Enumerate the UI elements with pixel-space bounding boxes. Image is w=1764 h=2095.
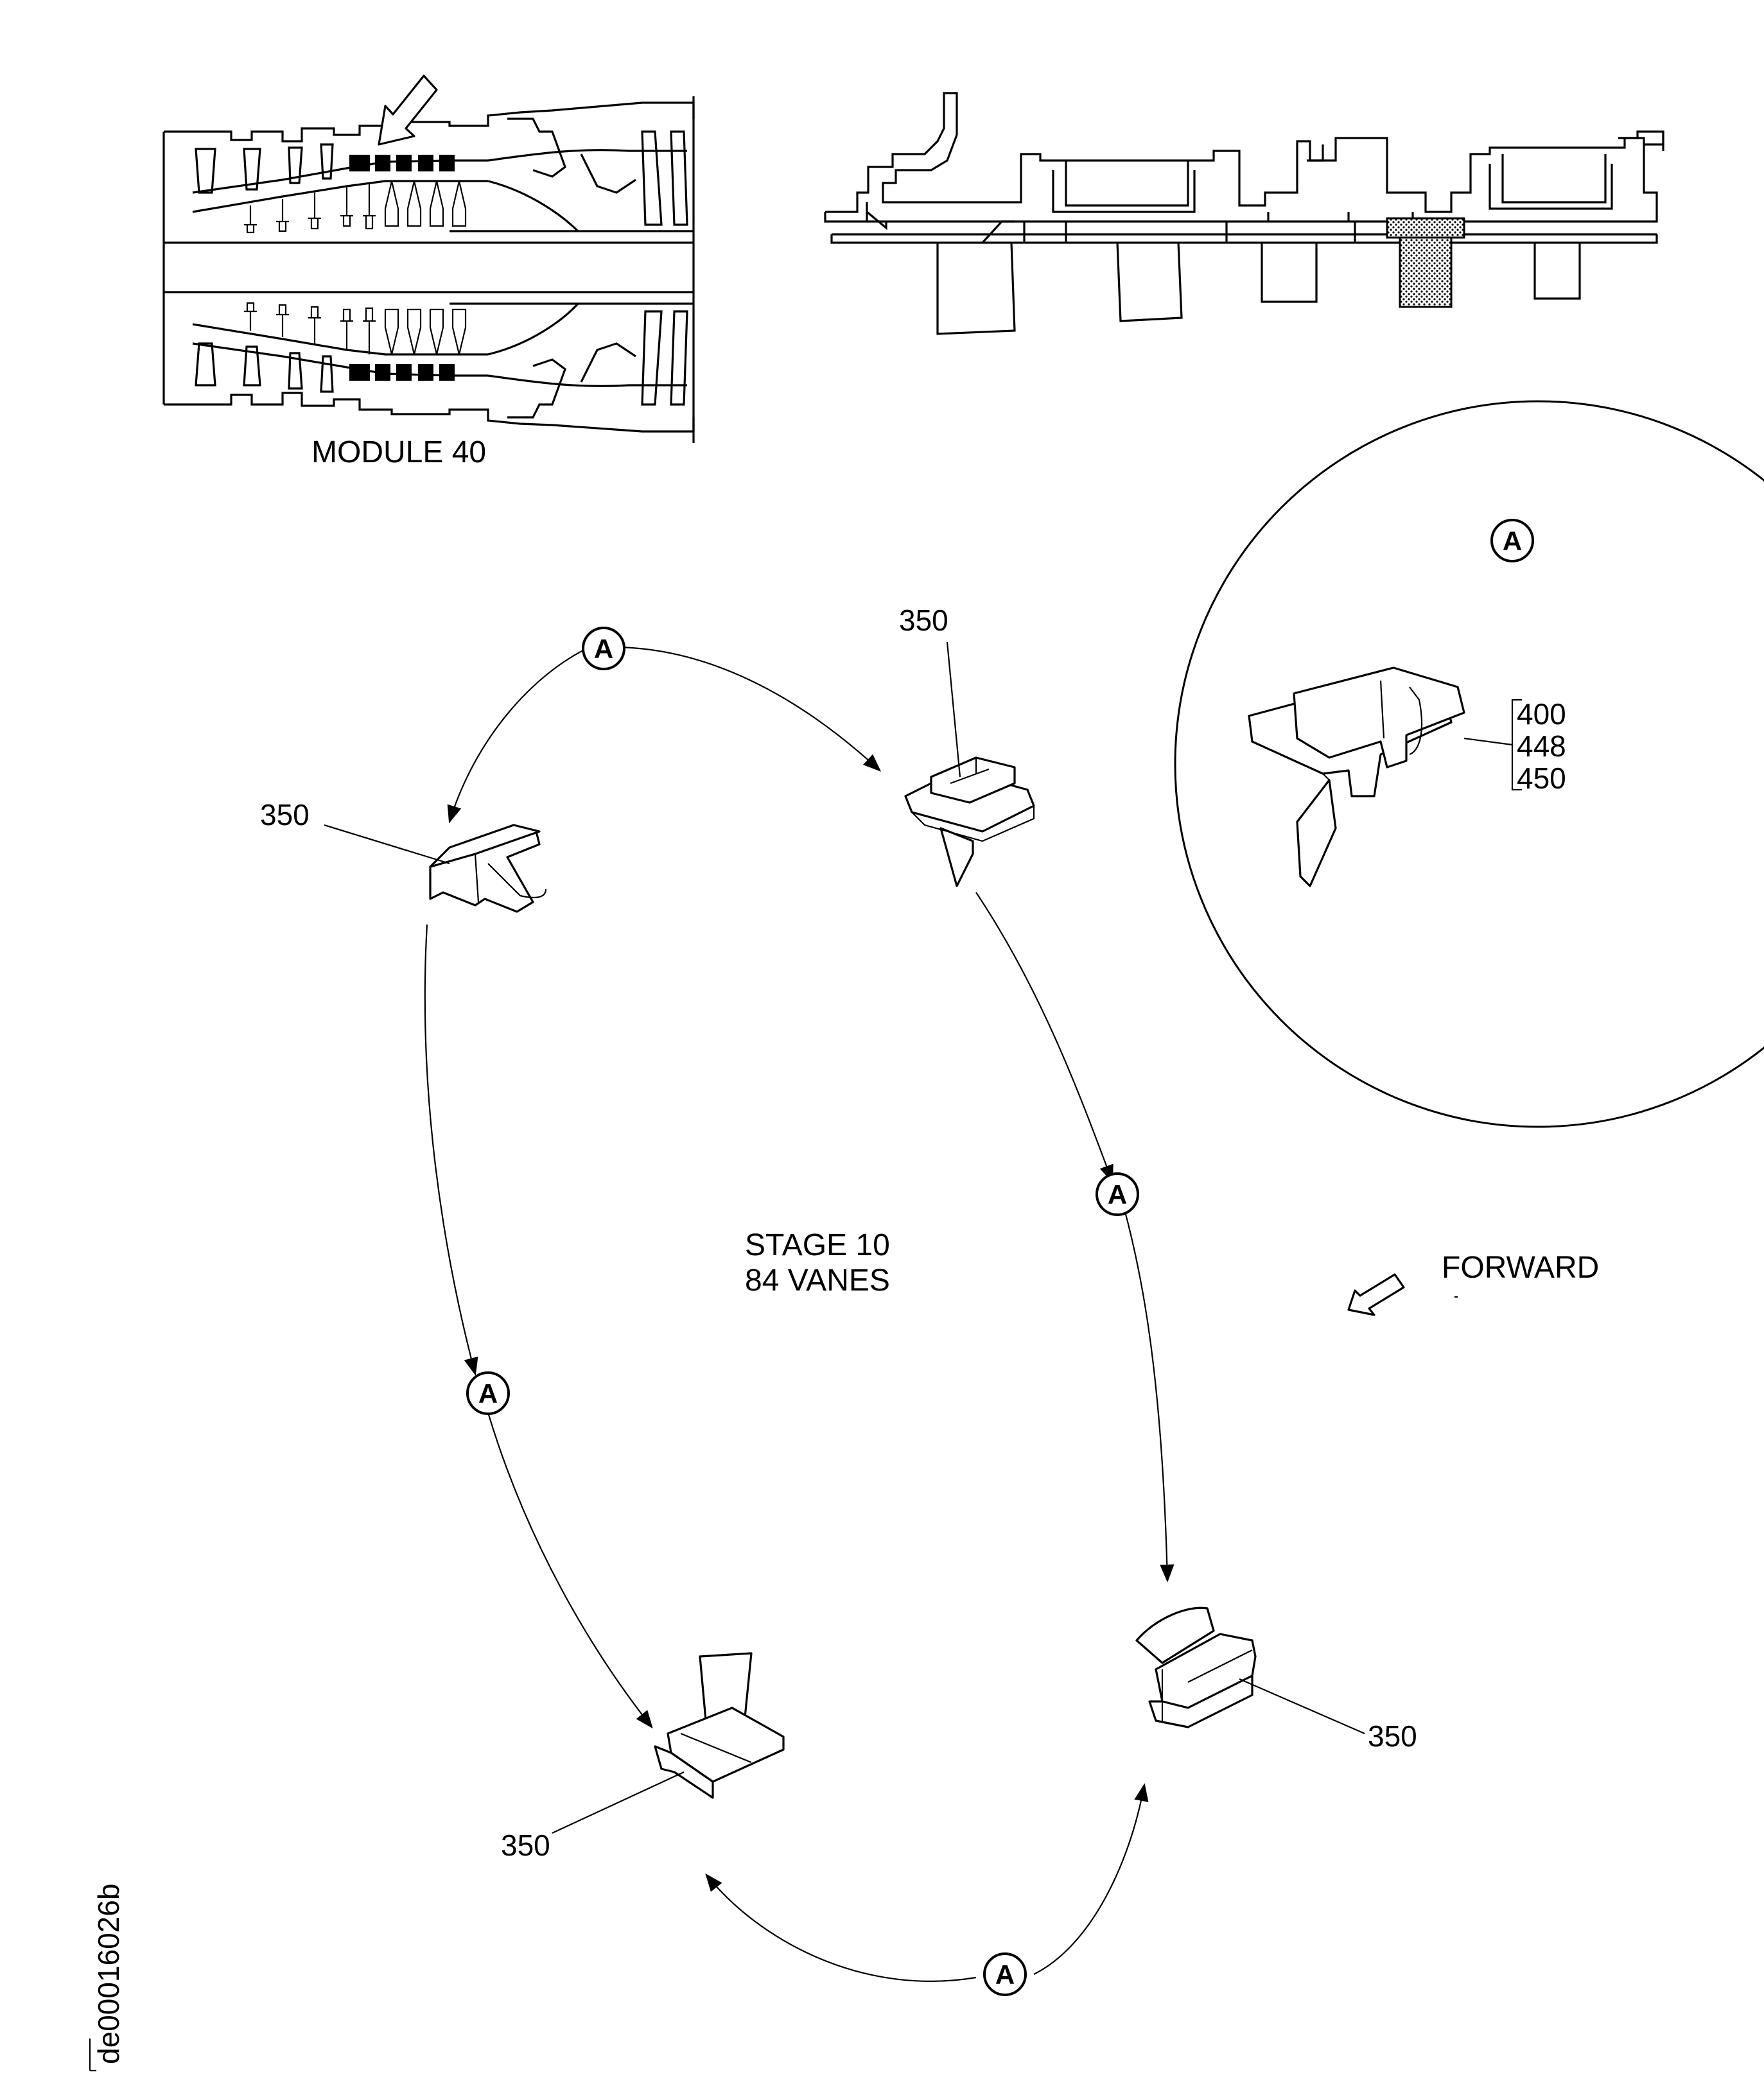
- module-40-engine-section: [162, 74, 695, 443]
- vane-segment-top: [904, 756, 1035, 887]
- detail-a-marker: A: [466, 1371, 510, 1415]
- stage-caption-line2: 84 VANES: [745, 1264, 890, 1298]
- figure-id: de00016026b: [89, 1884, 125, 2072]
- svg-text:A: A: [1503, 526, 1522, 556]
- detail-item-450: 450: [1517, 761, 1566, 795]
- arrow-down-left-icon: [378, 74, 438, 146]
- forward-arrow-icon: [1347, 1273, 1405, 1316]
- svg-text:A: A: [995, 1960, 1015, 1990]
- callout-350-bottom-left: 350: [501, 1829, 550, 1862]
- detail-item-448: 448: [1517, 729, 1566, 763]
- highlighted-vane-stages: [349, 155, 455, 381]
- forward-label: FORWARD: [1442, 1251, 1599, 1285]
- stage-ring-arcs: [424, 646, 1175, 1982]
- callout-350-left: 350: [260, 798, 310, 831]
- case-cross-section: [824, 92, 1664, 335]
- callout-350-bottom-right: 350: [1368, 1719, 1417, 1753]
- svg-text:de00016026b: de00016026b: [92, 1884, 125, 2064]
- detail-a-marker: A: [582, 627, 625, 670]
- vane-segment-bottom-right: [1135, 1606, 1257, 1728]
- detail-item-400: 400: [1517, 697, 1566, 731]
- detail-a-view: A 400 448 450: [1174, 400, 1764, 1128]
- callout-350-top: 350: [899, 604, 948, 637]
- detail-a-marker: A: [1096, 1172, 1139, 1216]
- callout-leaders: [324, 641, 1458, 1834]
- stage-caption-line1: STAGE 10: [745, 1228, 890, 1262]
- vane-segment-left: [429, 824, 547, 913]
- svg-text:A: A: [1108, 1179, 1127, 1210]
- svg-text:A: A: [594, 634, 613, 664]
- module-caption: MODULE 40: [311, 435, 486, 469]
- svg-text:A: A: [478, 1378, 498, 1409]
- detail-a-marker: A: [983, 1952, 1027, 1996]
